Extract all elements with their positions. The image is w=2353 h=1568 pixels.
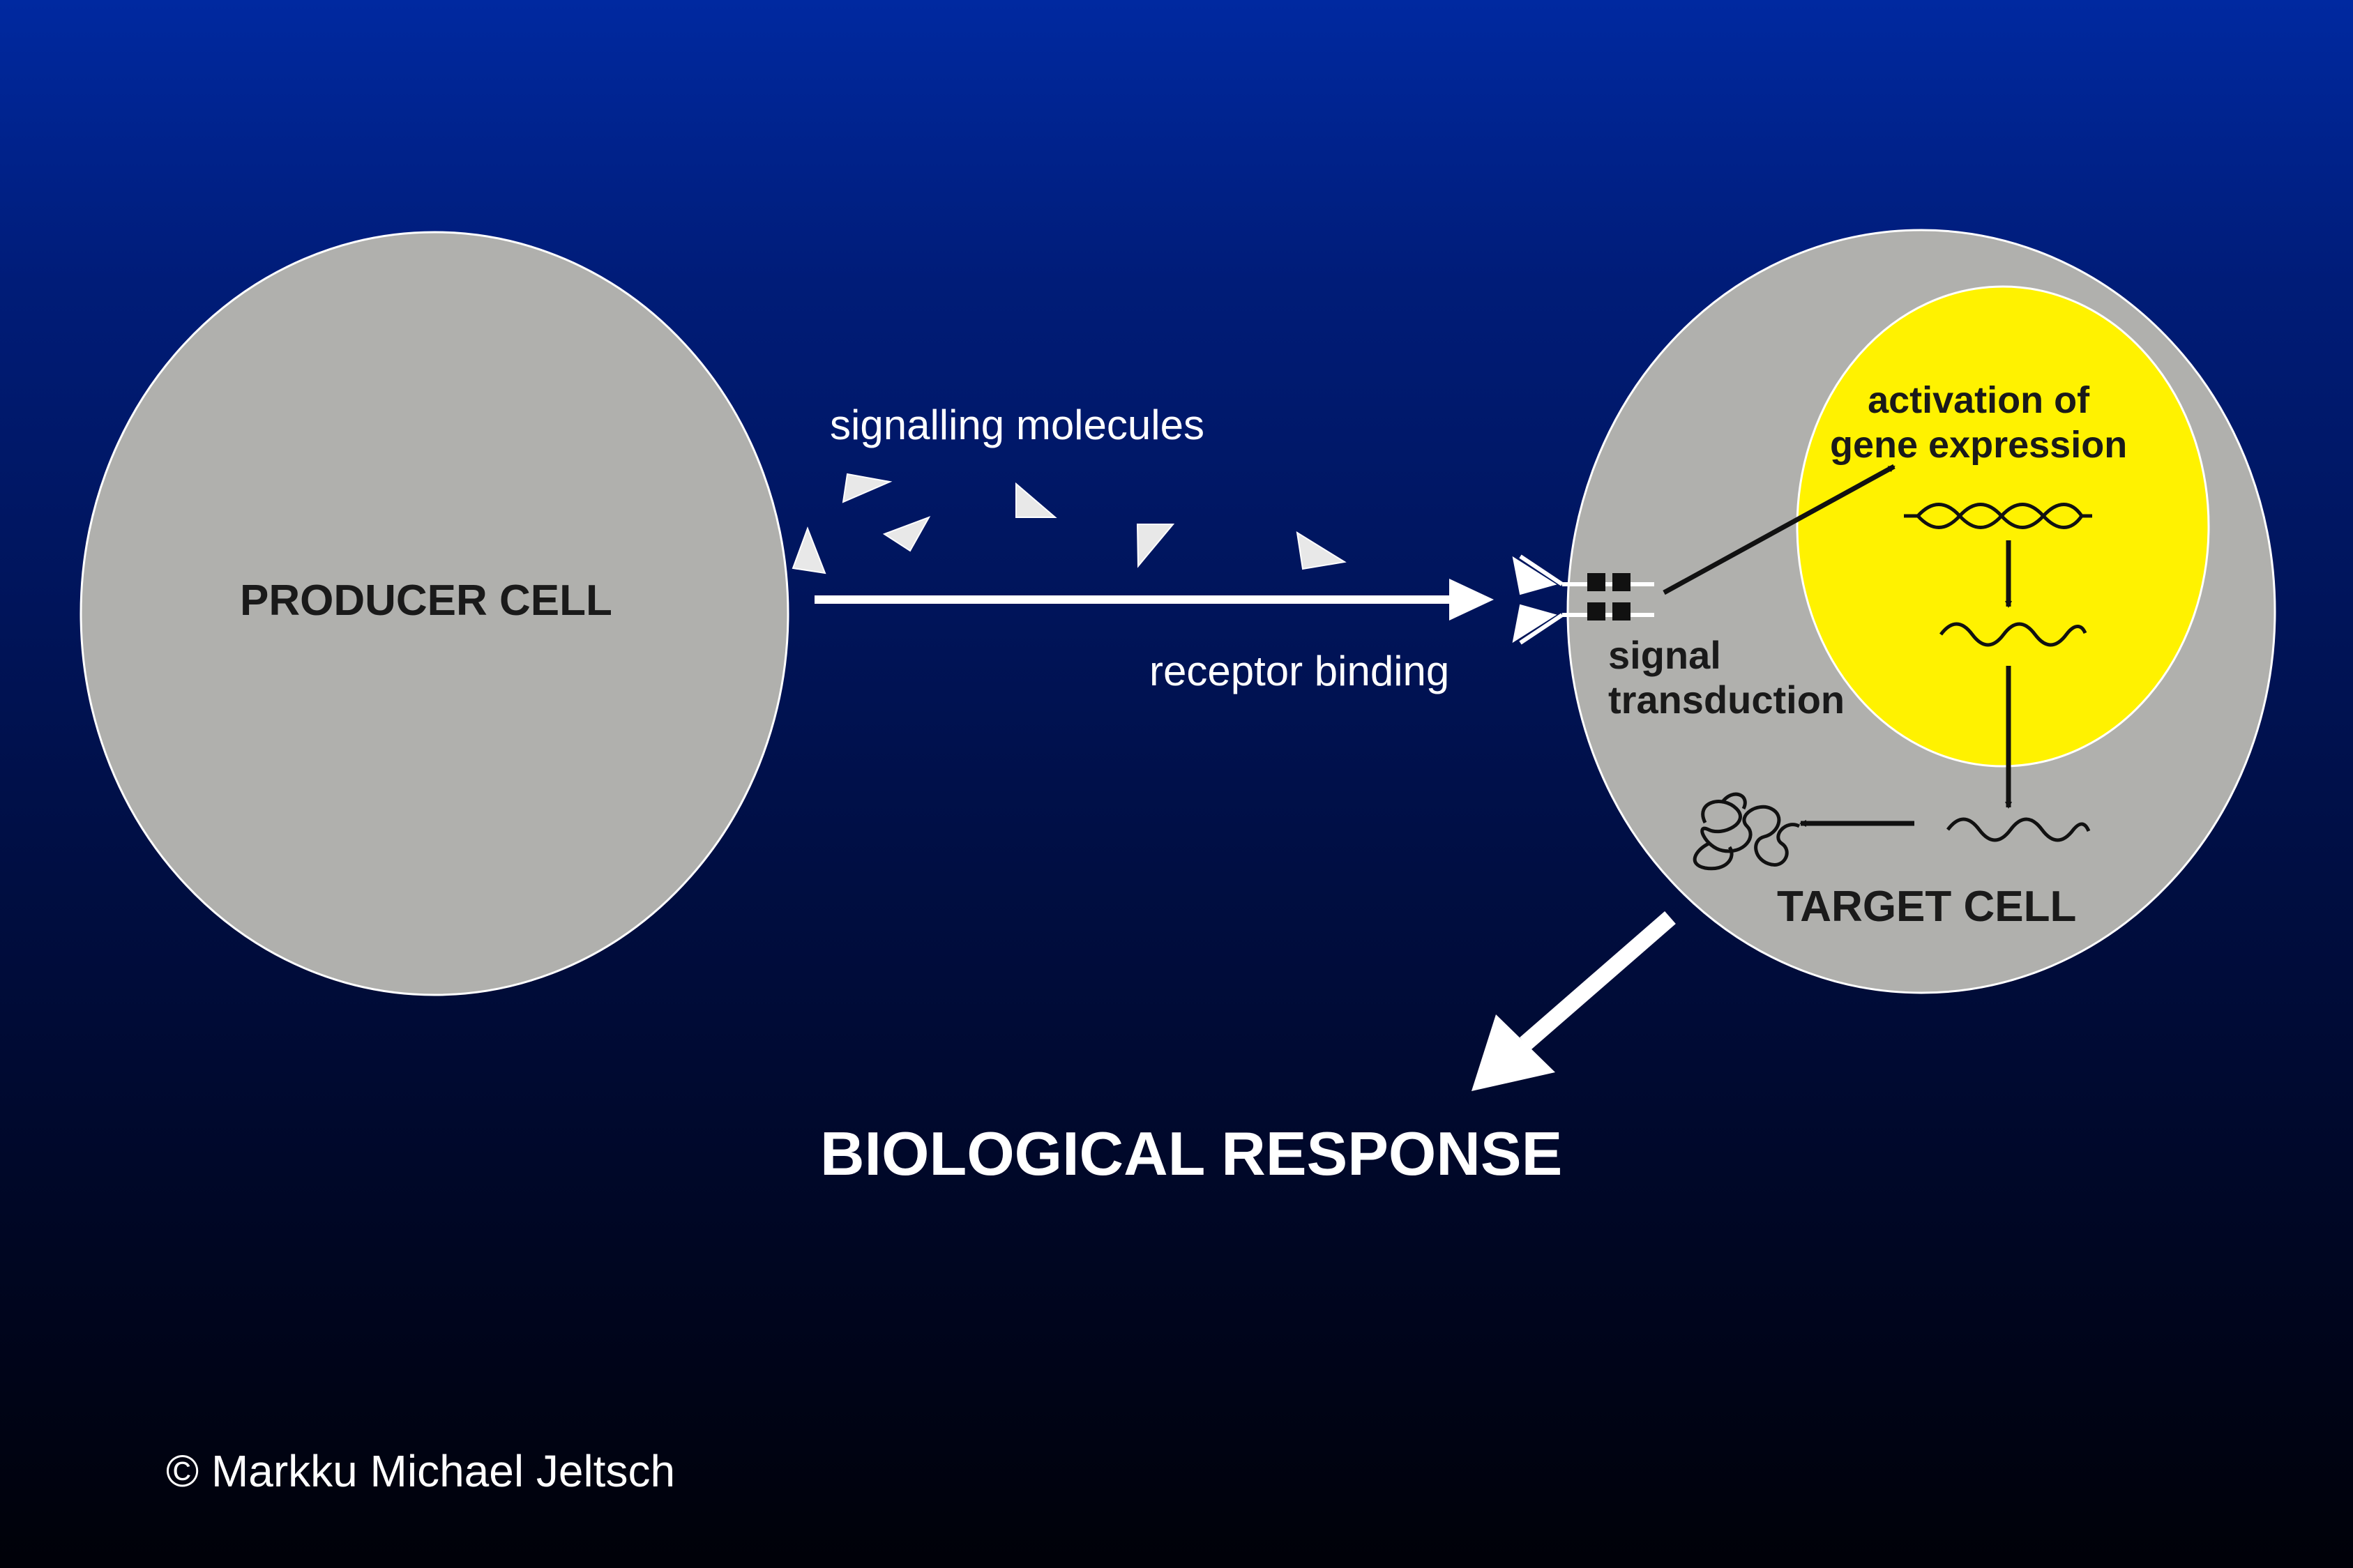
mrna-cytoplasm-icon — [1946, 817, 2091, 842]
signalling-molecule — [1015, 482, 1057, 518]
activation-label: activation of gene expression — [1830, 378, 2127, 467]
signalling-molecules-label: signalling molecules — [830, 402, 1204, 448]
copyright-notice: © Markku Michael Jeltsch — [166, 1446, 676, 1496]
signal-line: signal — [1608, 633, 1721, 677]
signalling-molecule — [1296, 531, 1347, 570]
receptor — [1512, 554, 1654, 645]
transduction-arrow — [1663, 464, 1896, 595]
dna-icon — [1904, 503, 2092, 529]
signalling-molecules — [792, 473, 1347, 574]
biological-response-label: BIOLOGICAL RESPONSE — [820, 1119, 1563, 1188]
signalling-molecule — [842, 473, 893, 503]
receptor-binding-label: receptor binding — [1149, 648, 1450, 694]
mrna-nucleus-icon — [1939, 622, 2087, 647]
target-cell-label: TARGET CELL — [1777, 883, 2077, 931]
protein-icon — [1693, 792, 1801, 871]
producer-cell-label: PRODUCER CELL — [240, 577, 612, 625]
activation-line: activation of — [1868, 379, 2090, 421]
signalling-molecule — [882, 516, 931, 552]
receptor-binding-arrow — [815, 579, 1494, 621]
gene-expression-line: gene expression — [1830, 424, 2128, 466]
signalling-molecule — [792, 526, 826, 574]
signal-transduction-label: signal transduction — [1608, 633, 1845, 722]
signalling-molecule — [1136, 524, 1175, 568]
nucleus — [1796, 285, 2210, 768]
transduction-line: transduction — [1608, 678, 1845, 722]
response-arrow — [1471, 911, 1676, 1091]
producer-cell — [80, 231, 789, 996]
